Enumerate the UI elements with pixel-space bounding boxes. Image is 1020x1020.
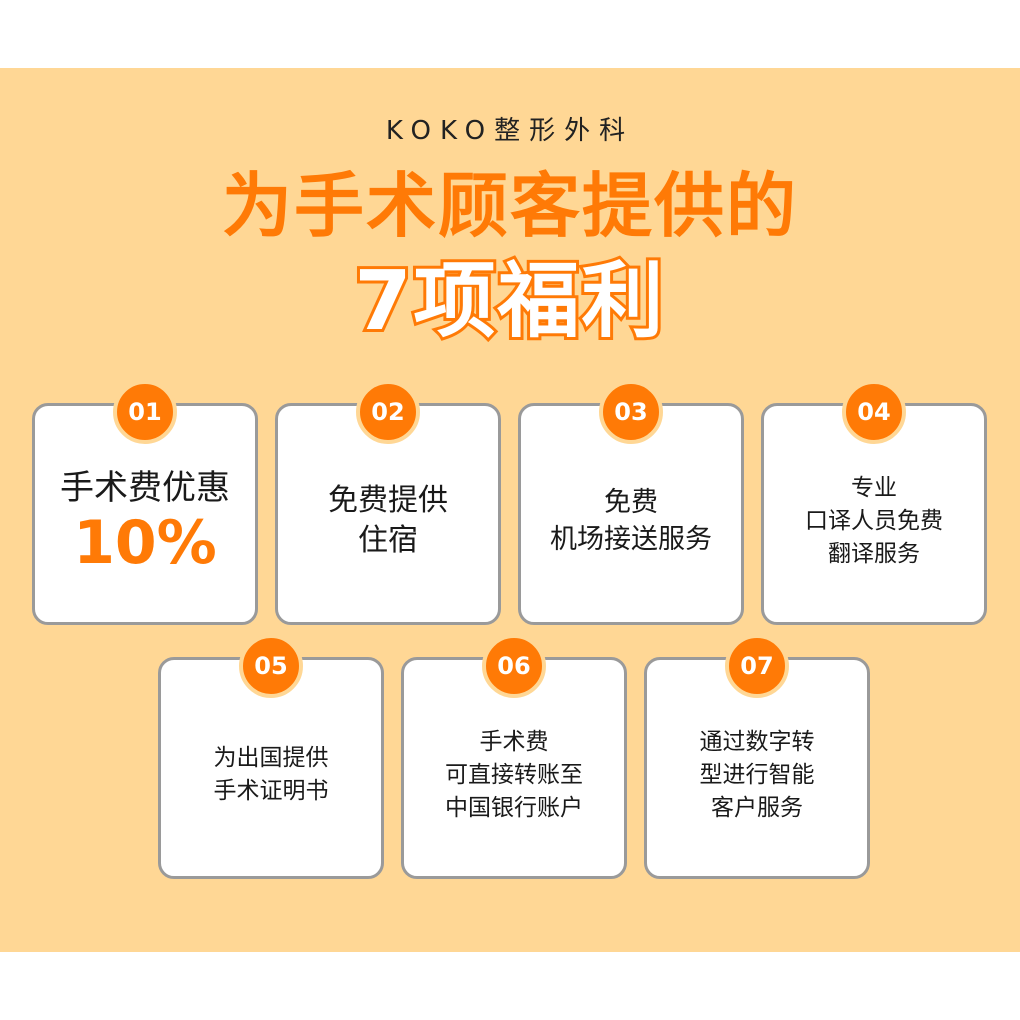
benefit-text: 可直接转账至 <box>445 761 583 788</box>
benefit-text: 为出国提供 <box>213 745 329 771</box>
benefit-number-badge: 06 <box>482 634 546 698</box>
benefit-text: 中国银行账户 <box>445 794 583 821</box>
benefit-number-badge: 07 <box>725 634 789 698</box>
benefit-card-02: 02 免费提供 住宿 <box>275 380 501 625</box>
benefit-text: 手术费优惠 <box>60 468 230 508</box>
benefit-text: 口译人员免费 <box>805 507 943 534</box>
benefit-text: 通过数字转 <box>699 728 815 755</box>
benefit-text: 住宿 <box>358 523 418 558</box>
benefit-card-03: 03 免费 机场接送服务 <box>518 380 744 625</box>
subhead: 7项福利 <box>351 251 666 352</box>
benefit-number-badge: 01 <box>113 380 177 444</box>
benefit-text: 型进行智能 <box>699 761 815 788</box>
benefit-text: 免费提供 <box>328 483 448 518</box>
benefit-text: 手术证明书 <box>213 778 329 804</box>
benefit-number-badge: 02 <box>356 380 420 444</box>
benefit-card-07: 07 通过数字转 型进行智能 客户服务 <box>644 634 870 879</box>
benefit-card-01: 01 手术费优惠 10% <box>32 380 258 625</box>
benefit-card-05: 05 为出国提供 手术证明书 <box>158 634 384 879</box>
benefits-banner: KOKO整形外科 为手术顾客提供的 7项福利 01 手术费优惠 10% 02 免… <box>0 68 1020 952</box>
benefit-text: 机场接送服务 <box>550 524 712 555</box>
benefit-number-badge: 04 <box>842 380 906 444</box>
brand-name: KOKO整形外科 <box>385 116 635 146</box>
benefit-number-badge: 03 <box>599 380 663 444</box>
benefit-text: 客户服务 <box>711 794 803 821</box>
benefit-text: 专业 <box>851 474 897 501</box>
benefit-card-04: 04 专业 口译人员免费 翻译服务 <box>761 380 987 625</box>
discount-percent: 10% <box>73 508 217 578</box>
benefit-card-06: 06 手术费 可直接转账至 中国银行账户 <box>401 634 627 879</box>
benefit-text: 翻译服务 <box>828 540 920 567</box>
benefit-text: 免费 <box>604 487 658 518</box>
headline: 为手术顾客提供的 <box>222 165 798 247</box>
benefit-text: 手术费 <box>479 728 549 755</box>
benefit-number-badge: 05 <box>239 634 303 698</box>
